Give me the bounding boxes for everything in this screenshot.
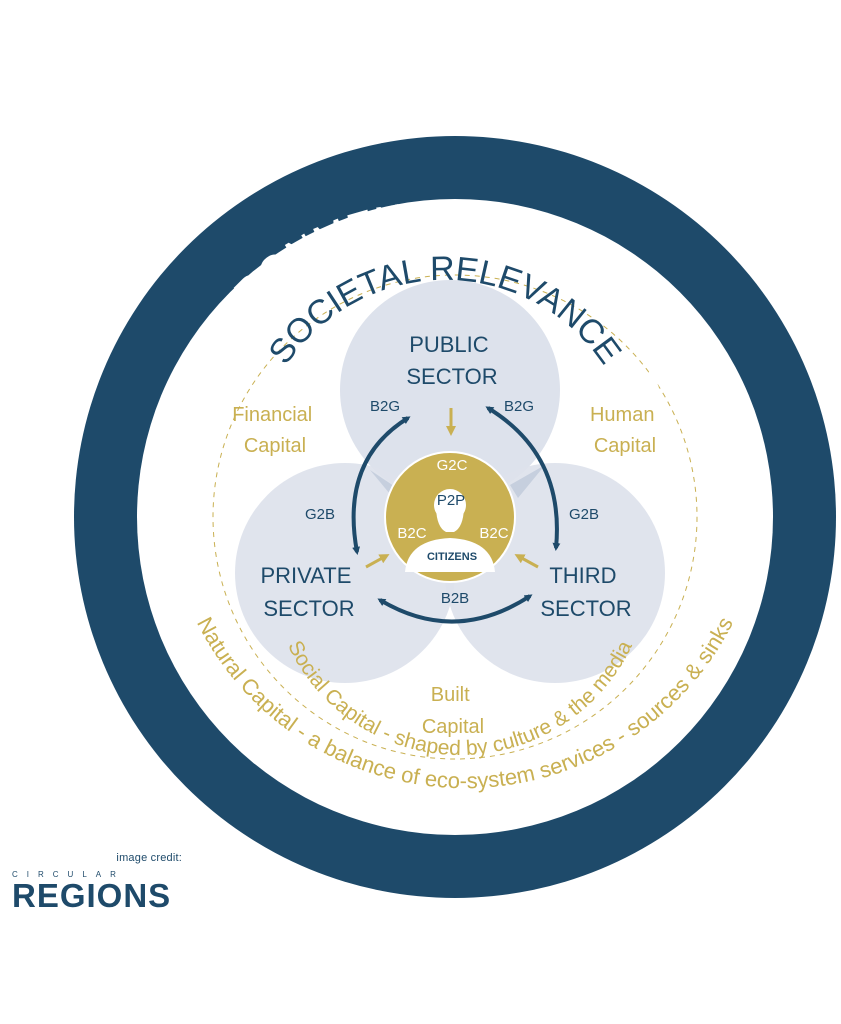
b2g-left-label: B2G bbox=[370, 398, 400, 415]
b2c-right-arrow bbox=[514, 554, 539, 569]
b2b-label: B2B bbox=[441, 590, 469, 607]
public-sector-label: PUBLIC SECTOR bbox=[406, 332, 497, 389]
citizens-label: CITIZENS bbox=[427, 551, 477, 563]
b2c-right-label: B2C bbox=[479, 525, 508, 542]
private-sector-label: PRIVATE SECTOR bbox=[261, 563, 358, 621]
person-icon bbox=[405, 489, 495, 572]
p2p-label: P2P bbox=[437, 492, 465, 509]
social-capital-ring bbox=[212, 274, 698, 760]
b2c-left-arrow bbox=[365, 554, 390, 569]
logo-top-text: CIRCULAR bbox=[12, 870, 125, 879]
human-capital-label: Human Capital bbox=[590, 404, 660, 457]
b2c-left-label: B2C bbox=[397, 525, 426, 542]
b2g-right-label: B2G bbox=[504, 398, 534, 415]
b2g-left-arrow bbox=[351, 416, 411, 555]
b2b-arrow bbox=[377, 594, 533, 624]
image-credit: image credit: CIRCULAR REGIONS bbox=[12, 852, 182, 915]
credit-label: image credit: bbox=[116, 852, 182, 864]
built-capital-label: Built Capital bbox=[422, 684, 484, 738]
financial-capital-label: Financial Capital bbox=[232, 404, 318, 457]
g2b-right-label: G2B bbox=[569, 506, 599, 523]
g2b-left-label: G2B bbox=[305, 506, 335, 523]
circular-regions-logo: REGIONS bbox=[12, 877, 172, 914]
b2g-right-arrow bbox=[485, 406, 561, 551]
third-sector-label: THIRD SECTOR bbox=[540, 563, 631, 621]
g2c-label: G2C bbox=[437, 457, 468, 474]
